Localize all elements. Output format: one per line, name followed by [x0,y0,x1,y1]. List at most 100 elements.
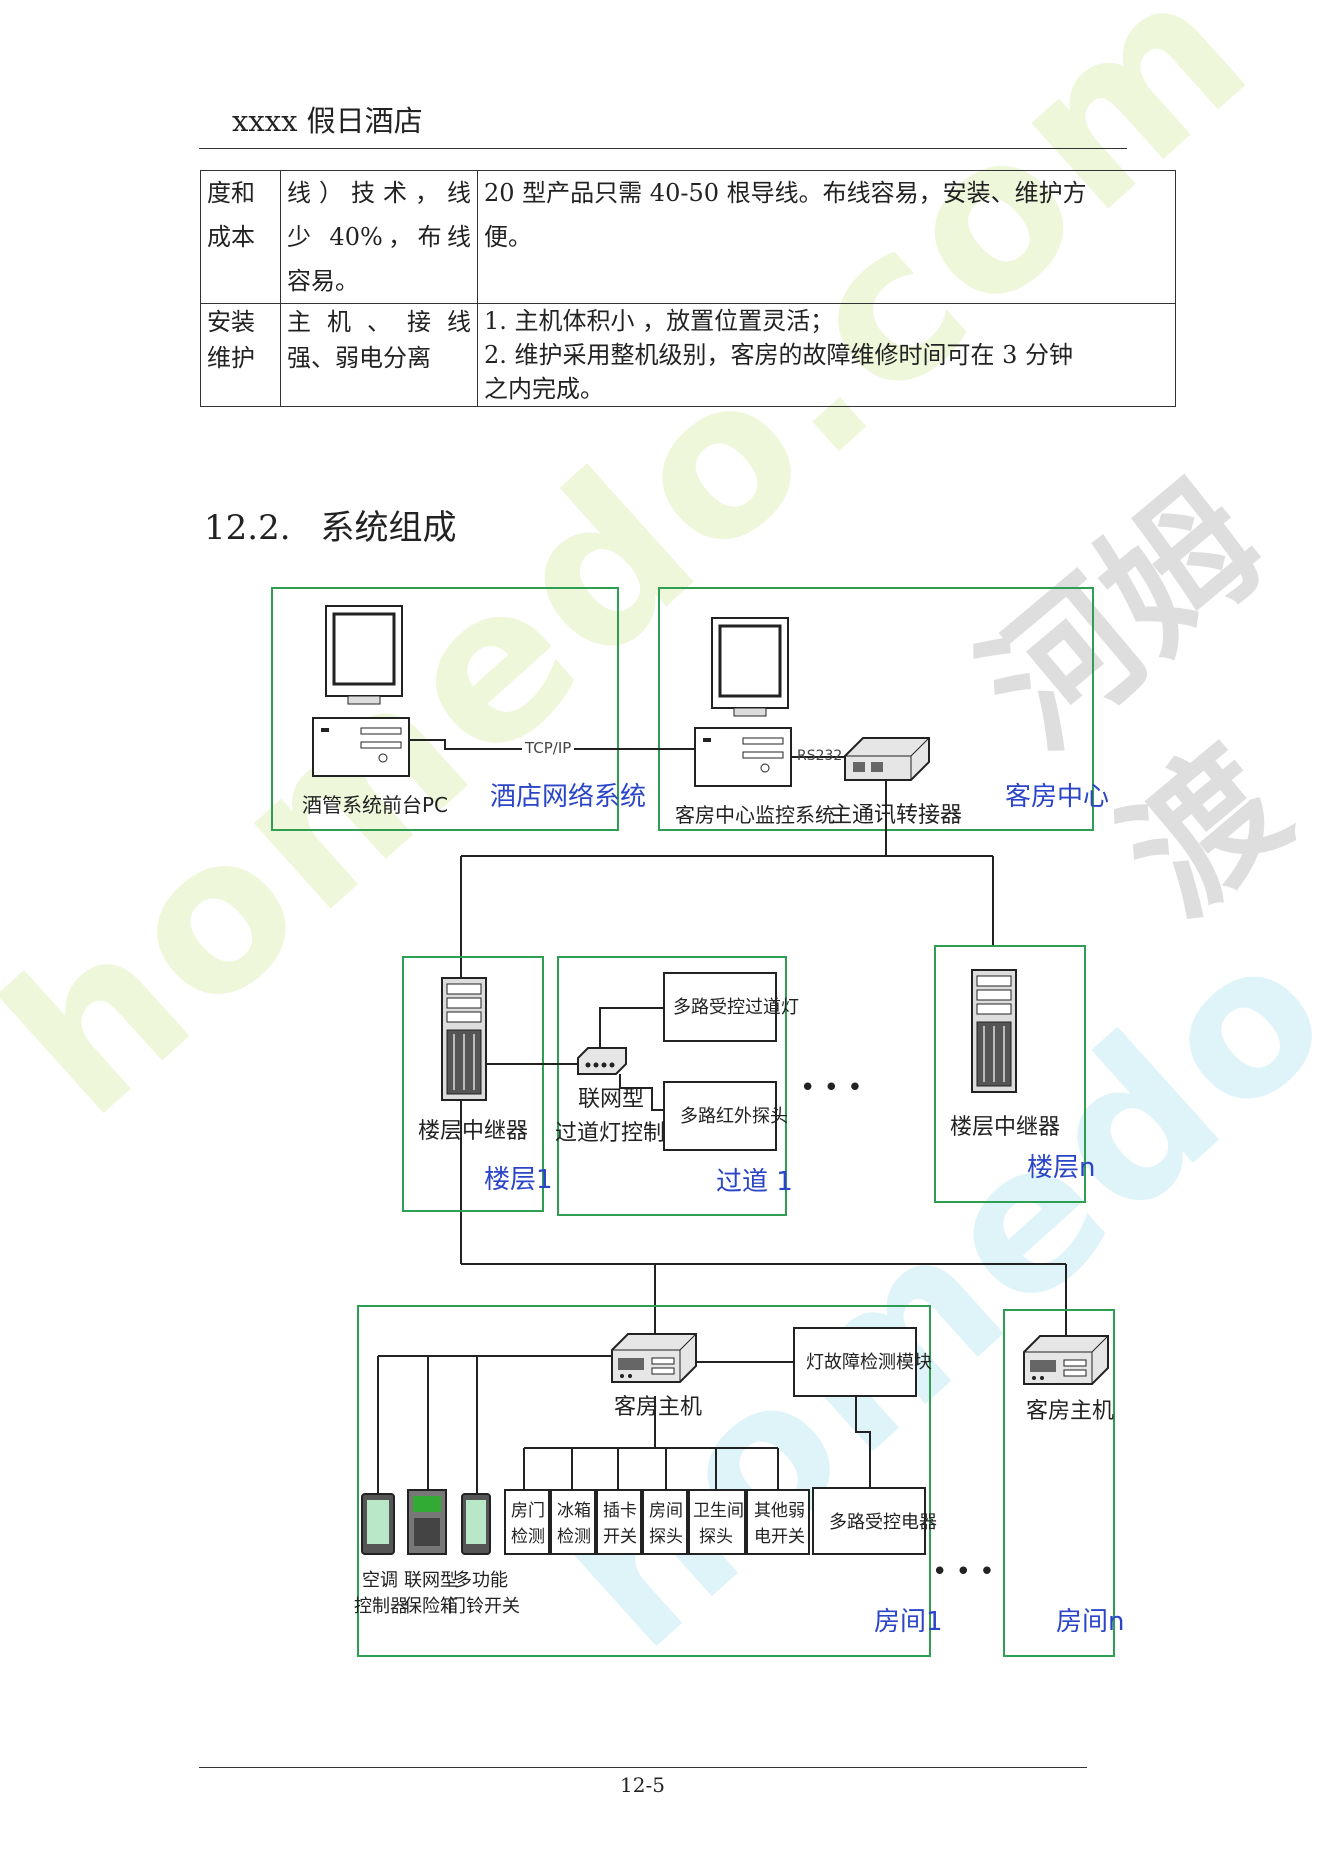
sensor-label: 电开关 [754,1527,805,1547]
ellipsis-rooms: • • • [932,1557,995,1587]
monitor-pc-tower-icon [694,727,792,787]
cell-line: 成本 [207,223,255,251]
safe-box-icon [407,1489,447,1555]
sensor-label: 开关 [603,1527,637,1547]
header-rule [199,148,1127,149]
table-cell: 主机、接线 强、弱电分离 [280,303,478,407]
table-cell: 20 型产品只需 40-50 根导线。布线容易，安装、维护方 便。 [477,170,1176,304]
cell-line: 20 型产品只需 40-50 根导线。布线容易，安装、维护方 [484,179,1087,207]
sensor-label: 探头 [649,1527,683,1547]
sensor-label: 房间 [649,1501,683,1521]
sensor-label: 冰箱 [557,1501,591,1521]
cell-line: 线）技术，线 [287,179,471,207]
spec-table: 度和 成本 线）技术，线 少 40%，布线 容易。 20 型产品只需 40-50… [200,170,1176,407]
multi-light-box [663,972,777,1042]
cell-line: 2. 维护采用整机级别，客房的故障维修时间可在 3 分钟 [484,341,1074,369]
ac-label-1: 空调 [362,1570,398,1591]
roomn-box [1003,1309,1115,1657]
room-host-icon [611,1333,697,1383]
page-header-title: xxxx 假日酒店 [232,104,423,138]
monitor-pc-icon [710,616,790,718]
sensor-label: 房门 [511,1501,545,1521]
table-row: 安装 维护 主机、接线 强、弱电分离 1. 主机体积小 ，放置位置灵活； 2. … [200,303,1176,407]
corridor-controller-icon [577,1047,627,1075]
page-number: 12-5 [620,1773,665,1797]
table-cell: 1. 主机体积小 ，放置位置灵活； 2. 维护采用整机级别，客房的故障维修时间可… [477,303,1176,407]
ac-controller-icon [361,1493,395,1555]
monitor-system-label: 客房中心监控系统 [675,803,835,827]
cell-line: 便。 [484,223,532,251]
sensor-label: 其他弱 [754,1501,805,1521]
cell-line: 度和 [207,179,255,207]
hostn-label: 客房主机 [1026,1399,1114,1424]
sensor-label: 卫生间 [693,1501,744,1521]
tcpip-label: TCP/IP [524,739,571,757]
sensor-label: 探头 [699,1527,733,1547]
table-row: 度和 成本 线）技术，线 少 40%，布线 容易。 20 型产品只需 40-50… [200,170,1176,304]
floorn-label: 楼层n [1027,1153,1095,1183]
cell-line: 强、弱电分离 [287,344,431,372]
relay1-label: 楼层中继器 [418,1119,528,1144]
floor1-label: 楼层1 [484,1165,553,1195]
room-center-label: 客房中心 [1005,782,1109,812]
front-pc-icon [324,604,404,706]
cell-line: 少 40%，布线 [287,223,471,251]
converter-label: 主通讯转接器 [830,803,962,828]
sensor-box [746,1489,810,1555]
cell-line: 1. 主机体积小 ，放置位置灵活； [484,307,835,335]
room-center-box [658,587,1094,831]
table-cell: 度和 成本 [200,170,281,304]
room-host-n-icon [1023,1335,1109,1385]
bell-label-2: 门铃开关 [448,1596,520,1617]
multi-light-label: 多路受控过道灯 [673,997,799,1018]
multi-ir-box [663,1081,777,1151]
sensor-box [688,1489,746,1555]
ellipsis-floors: • • • [800,1073,863,1103]
sensor-label: 插卡 [603,1501,637,1521]
relayn-label: 楼层中继器 [950,1115,1060,1140]
sensor-box [550,1489,596,1555]
hotel-network-box [271,587,619,831]
sensor-box [642,1489,688,1555]
host1-label: 客房主机 [614,1395,702,1420]
ac-label-2: 控制器 [354,1596,408,1617]
converter-icon [844,737,930,781]
door-bell-icon [461,1493,491,1555]
cell-line: 容易。 [287,267,359,295]
sensor-box [596,1489,642,1555]
roomn-label: 房间n [1056,1607,1124,1637]
corridor1-label: 过道 1 [716,1167,793,1197]
room1-label: 房间1 [874,1607,943,1637]
section-number: 12.2. [204,508,291,548]
table-cell: 线）技术，线 少 40%，布线 容易。 [280,170,478,304]
cell-line: 维护 [207,344,255,372]
front-pc-tower-icon [312,717,410,777]
front-pc-label: 酒管系统前台PC [302,793,448,817]
multi-ir-label: 多路红外探头 [680,1106,788,1127]
cell-line: 安装 [207,308,255,336]
safe-label-1: 联网型 [404,1570,458,1591]
corridor1-box [557,956,787,1216]
footer-rule [199,1767,1087,1768]
section-title: 12.2. 系统组成 [204,500,457,549]
sensor-label: 检测 [511,1527,545,1547]
floor1-box [402,956,544,1212]
floor-relay-icon [441,977,487,1101]
bell-label-1: 多功能 [454,1570,508,1591]
sensor-box [504,1489,550,1555]
rs232-label: RS232 [797,748,842,764]
cell-line: 之内完成。 [484,375,604,403]
multi-relay-box [812,1487,926,1555]
hotel-network-label: 酒店网络系统 [490,782,646,812]
multi-relay-label: 多路受控电器 [829,1512,937,1533]
sensor-label: 检测 [557,1527,591,1547]
section-heading: 系统组成 [320,508,457,548]
cell-line: 主机、接线 [287,308,471,336]
safe-label-2: 保险箱 [404,1596,458,1617]
floorn-box [934,945,1086,1203]
room1-box [357,1305,931,1657]
ctrl-label-1: 联网型 [578,1087,644,1112]
fault-module-label: 灯故障检测模块 [806,1352,932,1373]
floor-relay-n-icon [971,969,1017,1093]
